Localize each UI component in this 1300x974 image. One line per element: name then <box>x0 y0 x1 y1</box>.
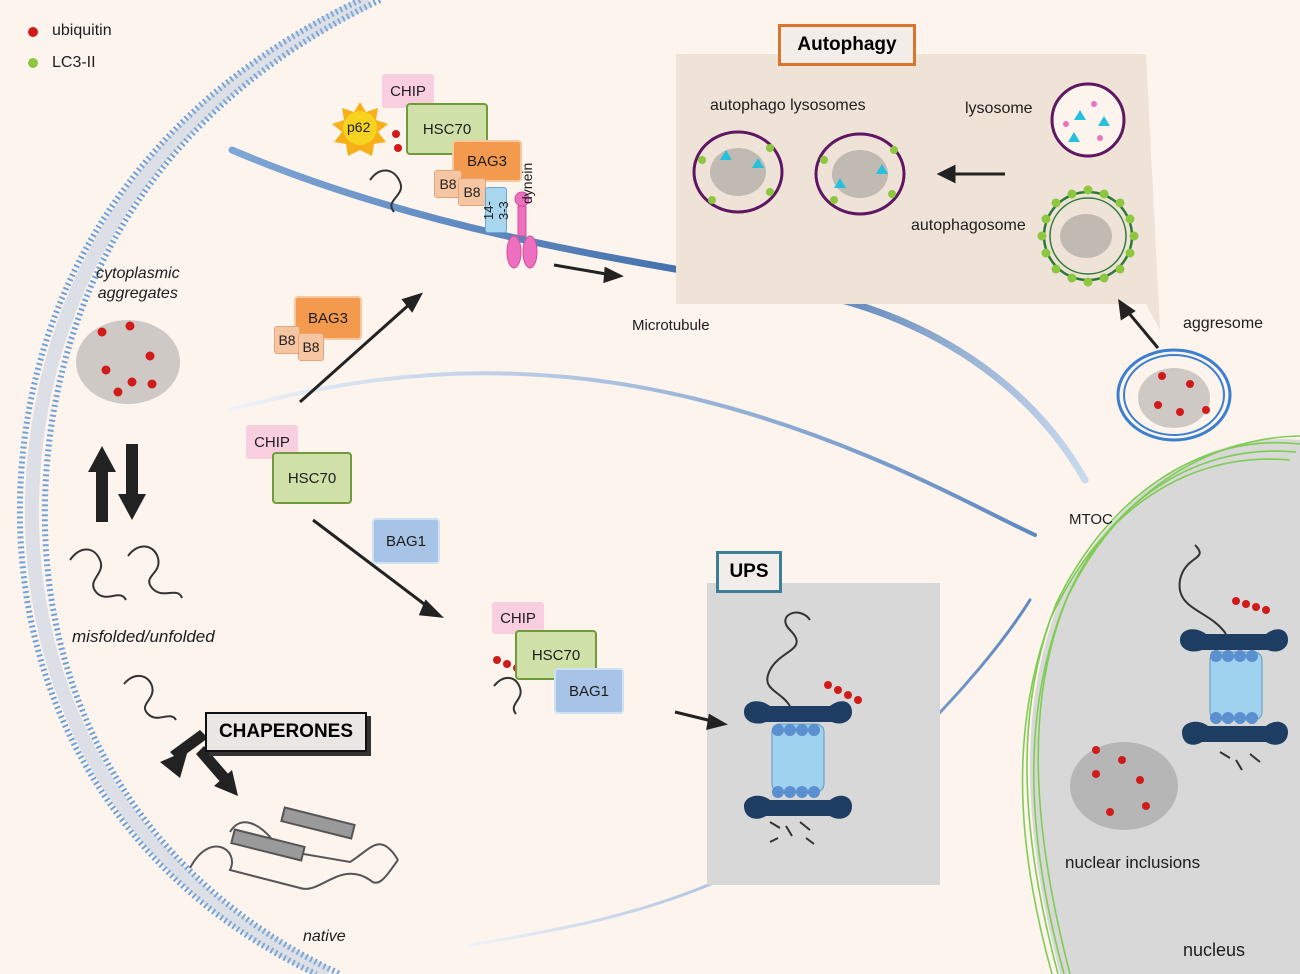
aggresome-cluster <box>1116 348 1232 442</box>
cytoplasmic-aggregates-label: cytoplasmic aggregates <box>96 265 180 302</box>
membrane-core <box>24 0 374 974</box>
dynein-label: dynein <box>519 162 535 204</box>
aggresome-label: aggresome <box>1183 315 1264 332</box>
nucleus-label: nucleus <box>1183 940 1246 960</box>
p62-sun-icon <box>332 102 388 156</box>
bag3-top: BAG3 <box>452 140 522 182</box>
autophagolysosome-1 <box>692 130 784 214</box>
b8-middle-2: B8 <box>298 333 324 361</box>
nucleus-body <box>1030 439 1300 974</box>
ubiquitin-legend-icon <box>28 27 38 37</box>
autophagosome-label: autophagosome <box>911 217 1026 234</box>
cytoplasmic-aggregate-cluster <box>76 320 180 404</box>
lysosome-vesicle <box>1050 82 1126 158</box>
proteasome-ups <box>744 611 852 845</box>
equilibrium-arrows-top <box>88 444 146 522</box>
nuclear-inclusions-label: nuclear inclusions <box>1065 853 1201 872</box>
b8-middle-1: B8 <box>274 326 300 354</box>
microtubule-label: Microtubule <box>632 317 710 334</box>
lc3-legend-icon <box>28 58 38 68</box>
ups-title: UPS <box>716 551 782 593</box>
proteasome-nuclear <box>1178 544 1288 771</box>
microtubule-second <box>228 371 1037 537</box>
bag1-free: BAG1 <box>372 518 440 564</box>
b8-top-2: B8 <box>458 178 486 206</box>
nuclear-inclusion-cluster <box>1070 742 1178 830</box>
membrane-outer <box>41 0 382 974</box>
protein-1433-text: 14-3-3 <box>481 201 511 220</box>
misfolded-proteins <box>69 169 522 721</box>
pathway-arrows <box>299 164 1160 731</box>
misfolded-label: misfolded/unfolded <box>72 627 215 646</box>
p62-label: p62 <box>347 119 371 135</box>
chip-lower: CHIP <box>492 602 544 634</box>
mtoc-label: MTOC <box>1069 511 1113 528</box>
legend-lc3-label: LC3-II <box>52 54 96 71</box>
legend-ubiquitin-label: ubiquitin <box>52 22 112 39</box>
bag3-middle: BAG3 <box>294 296 362 340</box>
protein-1433: 14-3-3 <box>481 187 511 233</box>
lysosome-label: lysosome <box>965 100 1033 117</box>
nuclear-envelope <box>1021 435 1300 974</box>
chip-top: CHIP <box>382 74 434 108</box>
autophagy-title: Autophagy <box>778 24 916 66</box>
bag1-lower: BAG1 <box>554 668 624 714</box>
native-protein <box>189 806 399 890</box>
dynein-motor <box>506 191 538 269</box>
autophagosome-vesicle <box>1037 185 1139 287</box>
native-label: native <box>303 928 346 945</box>
chaperones-box: CHAPERONES <box>205 712 367 752</box>
autophagy-panel-wedge <box>1146 54 1160 330</box>
hsc70-middle: HSC70 <box>272 452 352 504</box>
equilibrium-arrows-bottom <box>160 730 238 796</box>
autophagolysosome-2 <box>814 132 906 216</box>
autophagolysosomes-label: autophago lysosomes <box>710 97 866 114</box>
